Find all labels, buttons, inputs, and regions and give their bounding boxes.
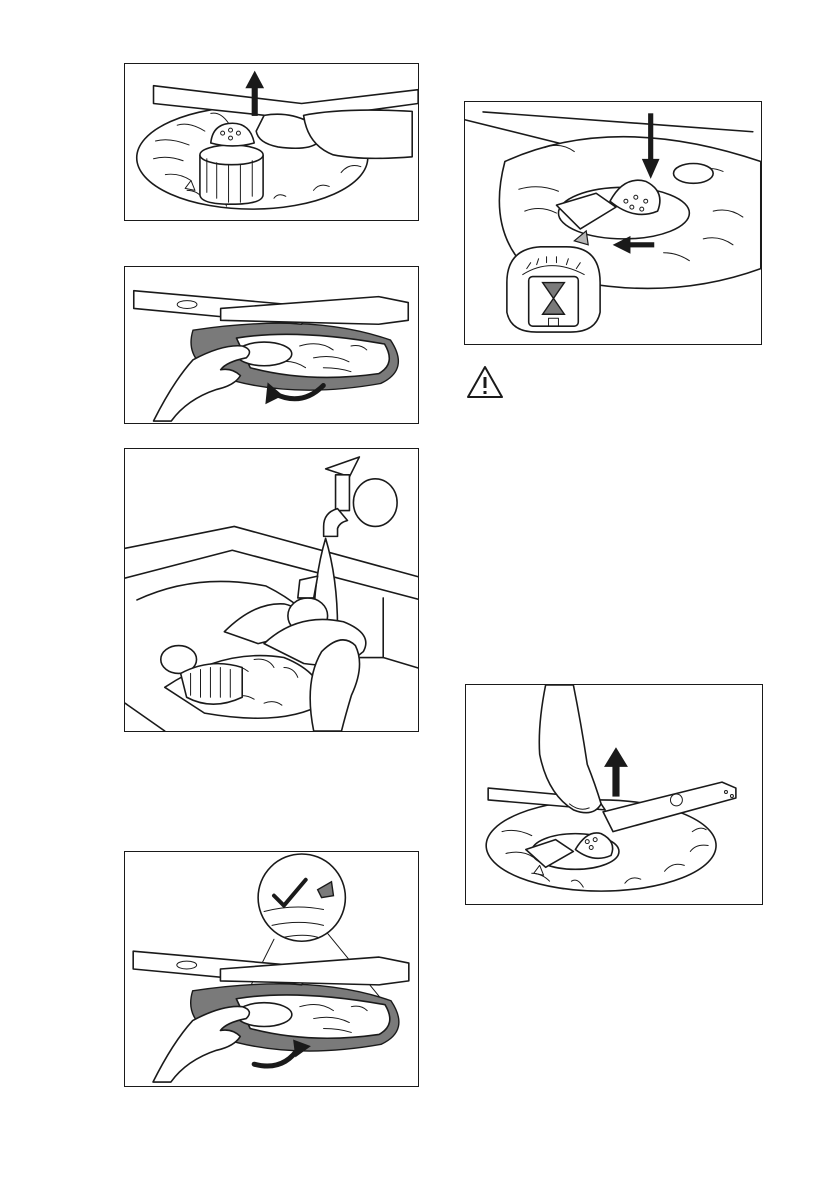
illustration <box>125 449 418 731</box>
illustration <box>465 102 761 344</box>
figure-remove-spray-arm-flat-filter <box>124 266 419 424</box>
figure-insert-and-lock-filter <box>464 101 762 345</box>
illustration <box>466 685 762 904</box>
illustration <box>125 267 418 423</box>
figure-remove-lower-spray-arm <box>465 684 763 905</box>
figure-refit-flat-filter-check <box>124 851 419 1087</box>
figure-rinse-filters-under-tap <box>124 448 419 732</box>
up-arrow-icon <box>605 748 627 796</box>
figure-remove-filter <box>124 63 419 221</box>
illustration <box>125 852 418 1086</box>
warning-triangle-icon <box>466 365 504 399</box>
tap-icon <box>324 457 397 536</box>
illustration <box>125 64 418 220</box>
